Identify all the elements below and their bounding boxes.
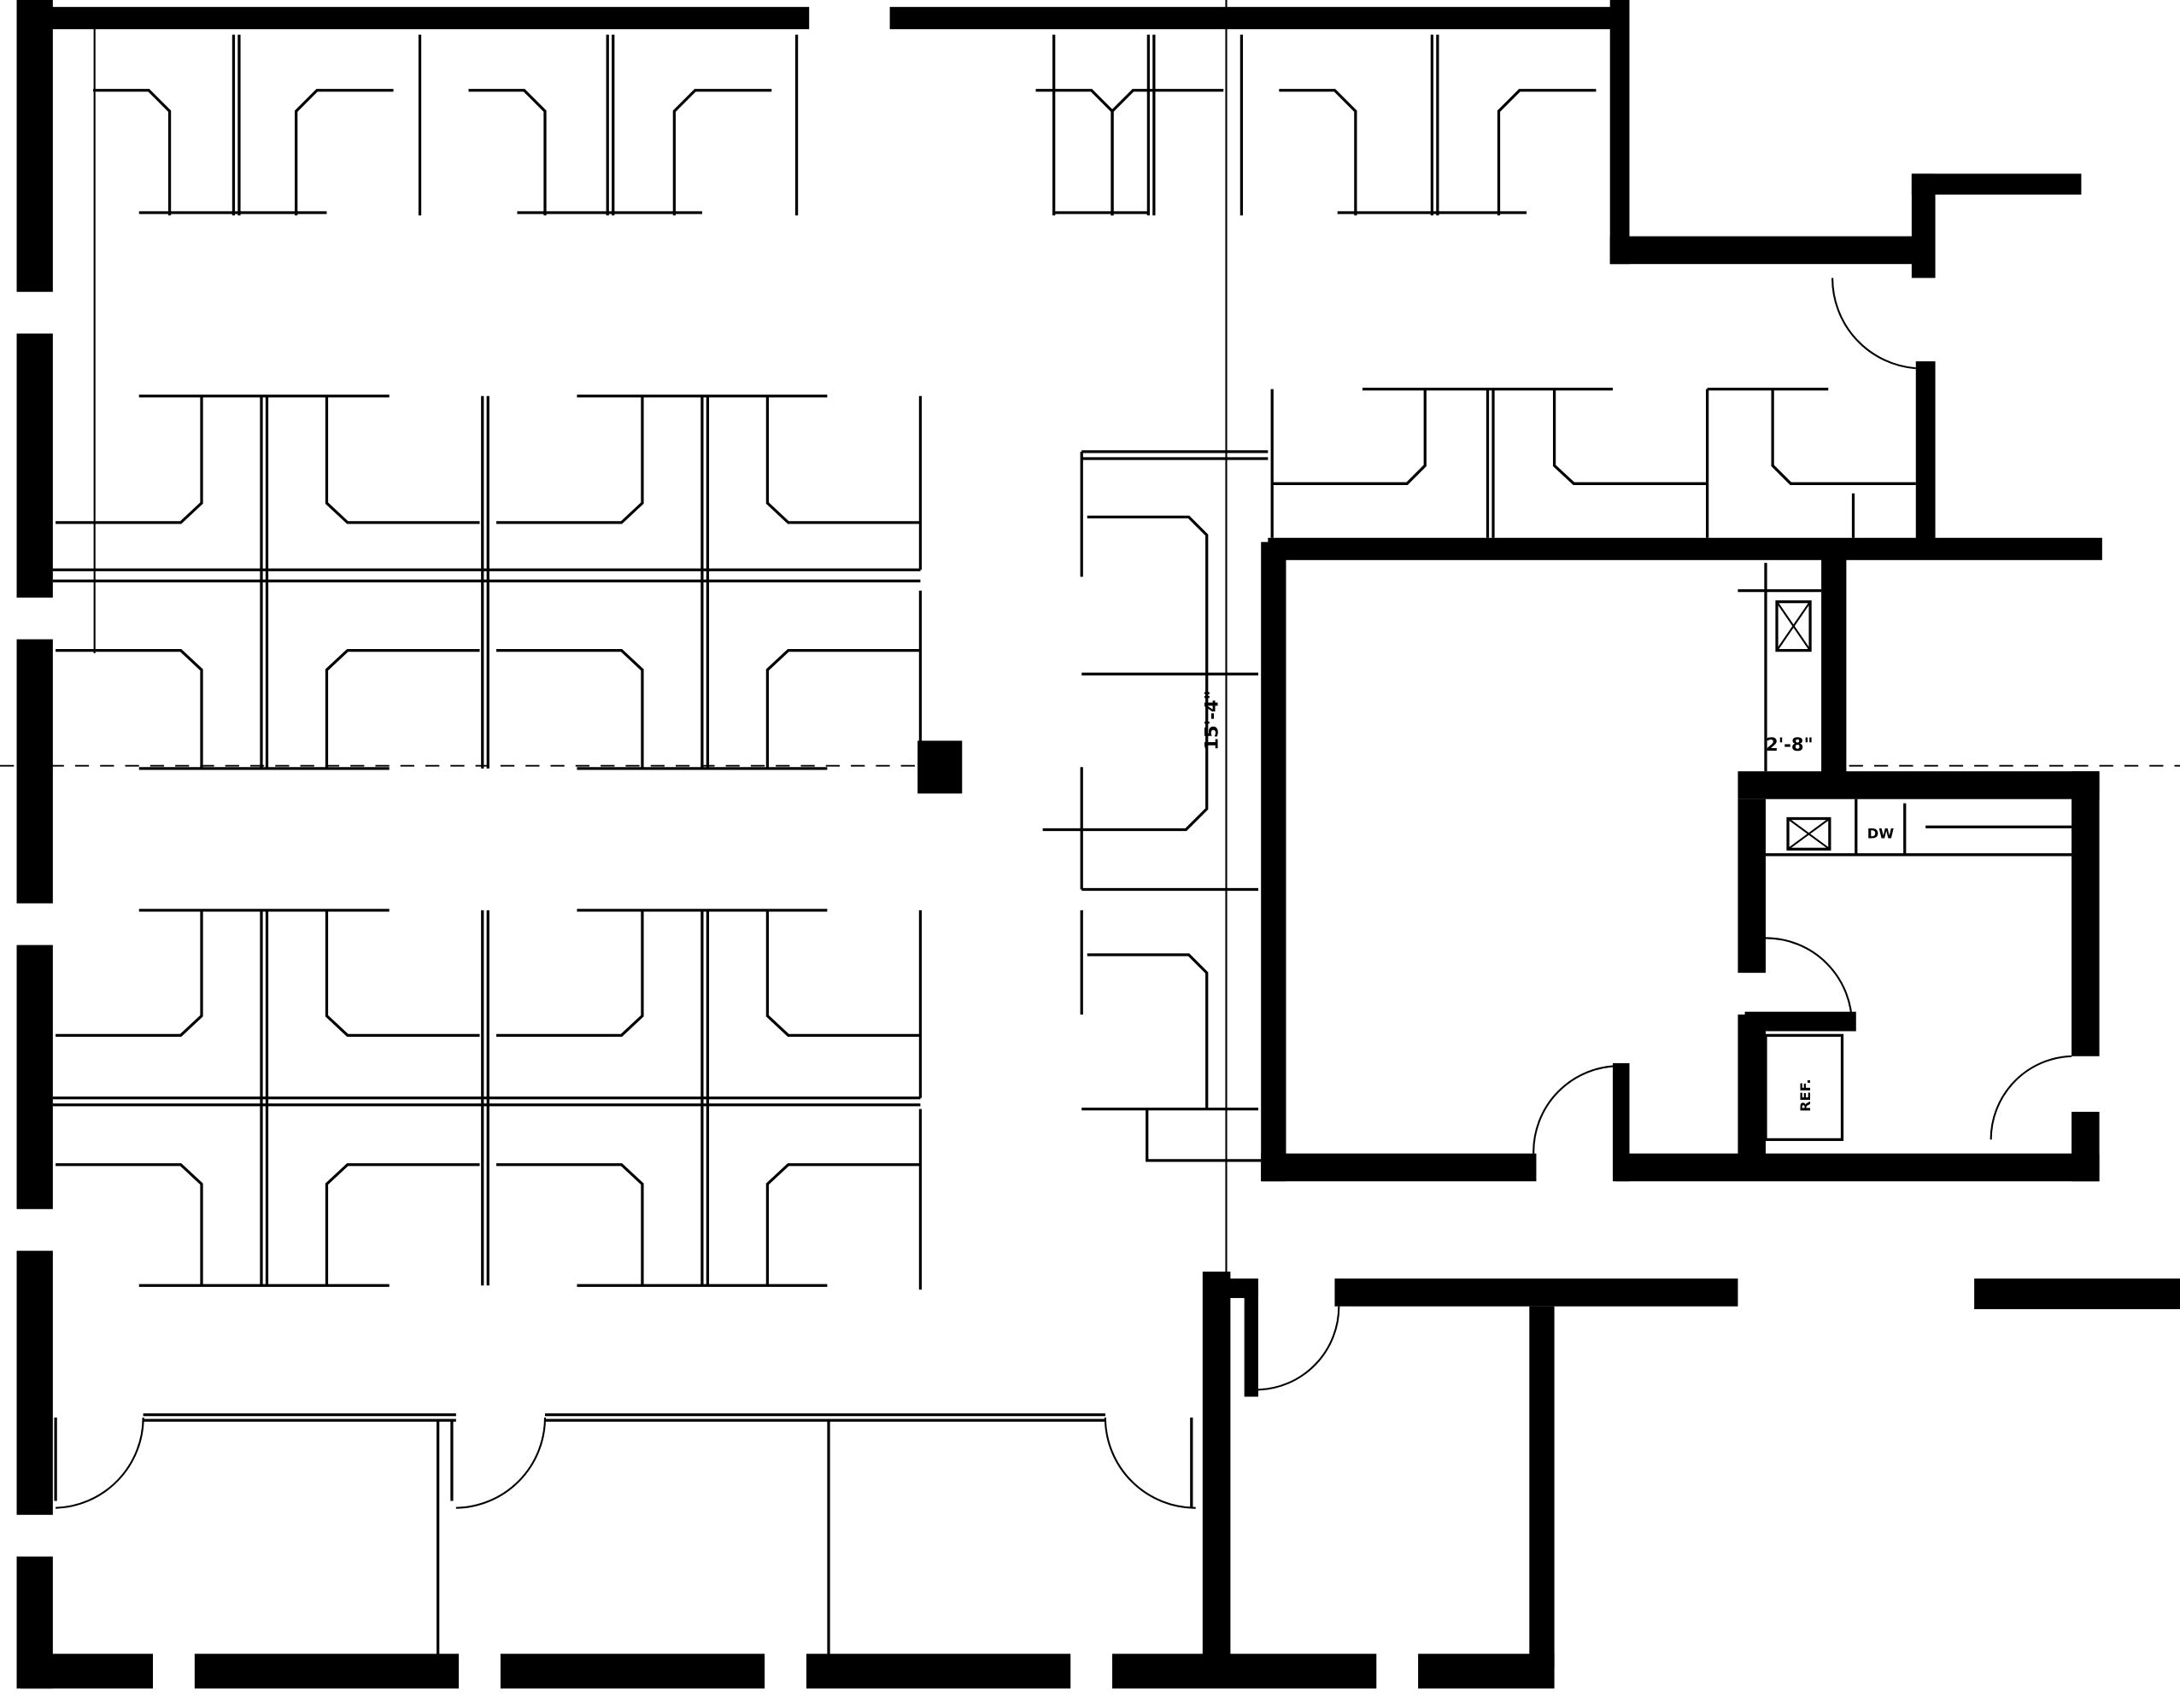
lower-wall-6: [1244, 1285, 1258, 1397]
wall-top-left: [21, 7, 810, 30]
cubicle-desk: [496, 1163, 644, 1286]
cubicle-divider: [700, 395, 710, 769]
lower-rooms: [54, 1272, 2180, 1668]
door-swing-office-3: [1104, 1417, 1196, 1509]
workstation-cubicles: [52, 34, 1916, 1290]
wall-left-2: [16, 333, 53, 598]
kitchen-wall-5: [1738, 798, 1766, 974]
cubicle-desk: [295, 89, 394, 216]
cubicle-desk: [325, 1163, 480, 1286]
kitchen-wall-3: [2072, 771, 2100, 1056]
cubicle-desk: [1035, 89, 1114, 216]
wall-top-right: [889, 7, 1624, 30]
cubicle-desk: [672, 89, 772, 216]
cubicle-desk: [93, 89, 172, 216]
exterior-walls: [16, 0, 2102, 1689]
door-swing-kitchen-2: [1990, 1055, 2072, 1140]
cubicle-divider: [481, 395, 489, 769]
door-swing-office-2: [455, 1417, 547, 1509]
cubicle-divider: [1430, 34, 1439, 216]
office-partitions: [54, 1413, 1193, 1654]
cubicle-divider: [231, 34, 241, 216]
cubicle-desk: [765, 1163, 921, 1286]
conf-wall-bottom-right: [1615, 1153, 2100, 1182]
column: [917, 740, 963, 794]
wall-bottom-3: [500, 1653, 765, 1689]
kitchen-wall-7: [1744, 1011, 1856, 1032]
wall-bottom-4: [806, 1653, 1071, 1689]
cubicle-panel: [1270, 388, 1855, 538]
wall-left-3: [16, 639, 53, 904]
lower-wall-2: [1974, 1278, 2180, 1309]
cubicle-desk: [765, 910, 921, 1037]
wall-left-5: [16, 1250, 53, 1515]
cubicle-desk: [765, 648, 921, 769]
door-swing-conference: [1532, 1065, 1620, 1154]
cubicle-divider: [481, 910, 489, 1286]
kitchen-wall-1: [1821, 555, 1847, 793]
conf-wall-jamb: [1612, 1062, 1630, 1182]
cubicle-desk: [56, 395, 203, 524]
refrigerator-box: [1764, 1033, 1844, 1142]
cubicle-desk: [56, 648, 203, 769]
wall-ne-1: [1609, 0, 1630, 265]
wall-ne-4: [1911, 173, 2082, 195]
conference-room: [1261, 541, 2100, 1182]
corridor-cubicle-panels: [1042, 450, 1269, 1162]
wall-bottom-5: [1112, 1653, 1377, 1689]
conf-wall-left: [1261, 541, 1286, 1182]
wall-ne-2: [1609, 236, 1933, 265]
cubicle-desk: [56, 910, 203, 1037]
corridor-dimension-label: 15'-4": [1201, 690, 1222, 750]
kitchen-dimension-label: 2'-8": [1766, 734, 1814, 755]
sink-icon: [1786, 816, 1831, 851]
conf-wall-bottom-left: [1261, 1153, 1537, 1182]
cubicle-divider: [260, 395, 269, 769]
wall-left-1: [16, 0, 53, 292]
cubicle-divider: [1146, 34, 1156, 216]
corridor-workstations: [1042, 450, 1269, 1162]
lower-wall-1: [1334, 1278, 1738, 1307]
kitchen: 2'-8" DW REF.: [1738, 278, 2100, 1182]
cubicle-desk: [496, 648, 644, 769]
cubicle-desk: [496, 395, 644, 524]
cubicle-divider: [260, 910, 269, 1286]
cubicle-partition: [418, 34, 1244, 216]
dishwasher-label: DW: [1867, 825, 1895, 841]
reference-lines: 15'-4": [0, 0, 2180, 1279]
cubicle-desk: [496, 910, 644, 1037]
cubicle-desk: [468, 89, 547, 216]
wall-left-4: [16, 945, 53, 1209]
cubicle-divider: [606, 34, 615, 216]
cubicle-desk: [325, 395, 480, 524]
wall-bottom-1: [21, 1653, 154, 1689]
sink-icon-upper: [1775, 600, 1812, 652]
wall-mid-horizontal: [1268, 537, 2102, 560]
door-swing-lower: [1257, 1306, 1340, 1391]
cubicle-desk: [765, 395, 921, 524]
door-swing-ne: [1831, 278, 1916, 370]
lower-wall-4: [1202, 1272, 1231, 1661]
cubicle-desk: [56, 1163, 203, 1286]
refrigerator-label: REF.: [1797, 1079, 1814, 1112]
kitchen-wall-4: [2072, 1111, 2100, 1182]
cubicle-divider: [700, 910, 710, 1286]
wall-ne-5: [1915, 361, 1936, 542]
door-swing-kitchen: [1765, 937, 1853, 1026]
cubicle-desk: [1279, 89, 1357, 216]
cubicle-desk: [1497, 89, 1597, 216]
cubicle-desk: [325, 910, 480, 1037]
door-swing-office-1: [56, 1417, 144, 1509]
cubicle-desk: [1272, 389, 1916, 485]
lower-wall-3: [1529, 1306, 1555, 1668]
kitchen-wall-2: [1738, 771, 2100, 799]
kitchen-wall-6: [1738, 1014, 1766, 1167]
wall-bottom-2: [194, 1653, 460, 1689]
cubicle-desk: [325, 648, 480, 769]
